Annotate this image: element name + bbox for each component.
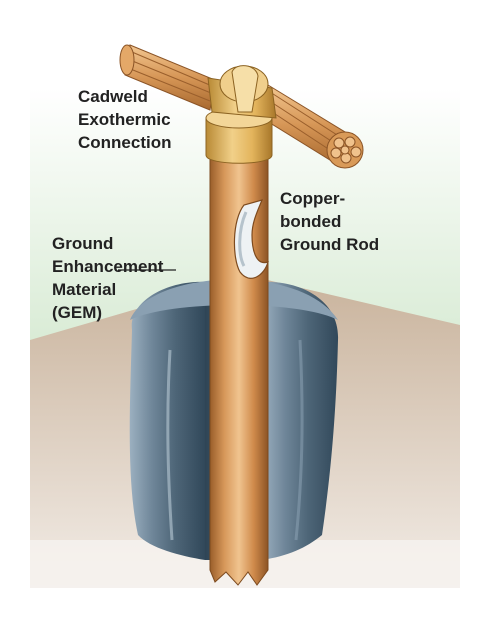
strand [344,136,356,148]
label-ground-rod: Copper- bonded Ground Rod [280,187,379,256]
gem-right [262,281,339,560]
gem-edge-highlight-2 [294,339,304,541]
label-line: Ground [52,234,114,253]
label-line: (GEM) [52,303,103,322]
weld-collar [205,117,273,164]
label-line: Copper- [280,189,346,208]
label-cadweld-connection: Cadweld Exothermic Connection [78,85,172,154]
weld-dome-cap [231,65,259,113]
label-line: Cadweld [78,87,148,106]
rod-cutaway-shadow [238,211,248,267]
label-gem: Ground Enhancement Material (GEM) [52,232,163,324]
label-line: Enhancement [52,257,164,276]
strand [340,152,352,164]
gem-edge-highlight [166,349,174,541]
label-line: Ground Rod [280,235,380,254]
label-line: bonded [280,212,342,231]
cadweld-connection [205,65,277,164]
ground-rod [209,139,269,586]
strand [330,147,342,159]
strand [350,146,362,158]
cable-left-end [119,44,135,76]
label-line: Exothermic [78,110,171,129]
cable-strands-left [127,51,213,102]
strand [340,145,350,155]
label-line: Material [52,280,117,299]
strand [333,137,345,149]
copper-cable [119,44,364,169]
label-line: Connection [78,133,172,152]
